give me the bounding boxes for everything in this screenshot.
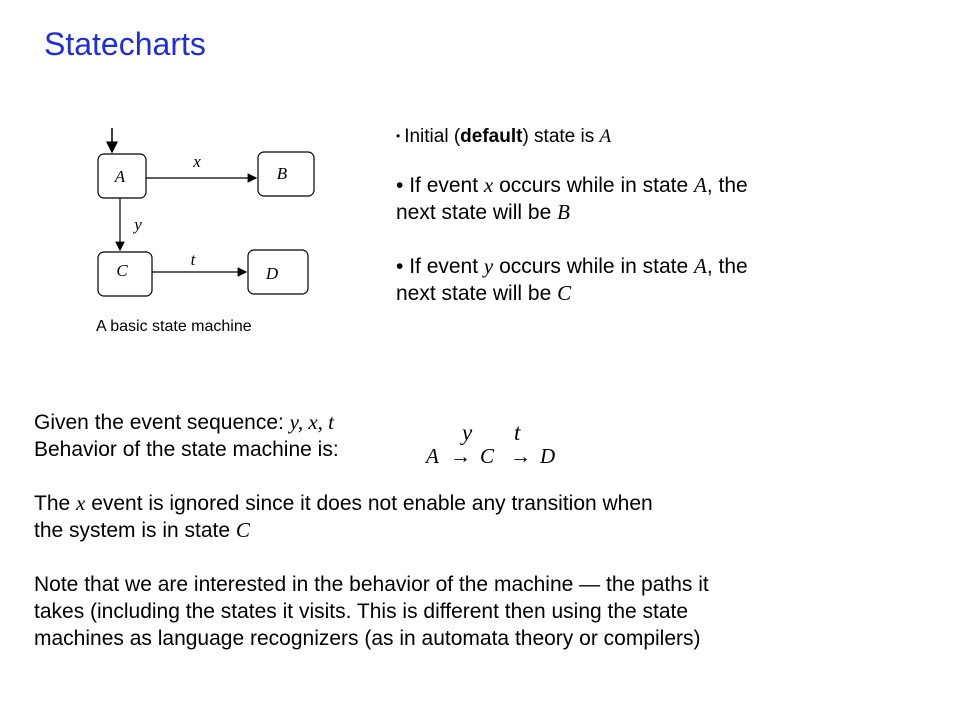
seq-event-y: y	[460, 420, 473, 445]
state-c-label: C	[116, 261, 128, 280]
behavior-sequence: y t A → C → D	[424, 420, 555, 468]
bullet-event-x-line2: next state will be B	[396, 200, 570, 225]
bullet-list: •Initial (default) state is A • If event…	[396, 123, 916, 307]
bullet-initial-state: •Initial (default) state is A	[396, 126, 612, 147]
state-d-label: D	[265, 264, 279, 283]
bullet-event-y-line2: next state will be C	[396, 281, 572, 306]
page-title: Statecharts	[44, 26, 206, 62]
state-b-box	[257, 151, 315, 197]
note-line-2: takes (including the states it visits. T…	[34, 600, 689, 623]
seq-state-c: C	[480, 444, 495, 468]
diagram-caption: A basic state machine	[96, 318, 252, 335]
state-a-label: A	[114, 167, 126, 186]
bullet-dot: •	[396, 129, 401, 144]
seq-arrow-2: →	[510, 444, 531, 468]
transition-t-label: t	[191, 250, 197, 269]
state-b-label: B	[277, 164, 288, 183]
bullet-event-y: • If event y occurs while in state A, th…	[396, 254, 748, 279]
state-machine-diagram: A B C D x y t	[97, 128, 315, 297]
note-line-3: machines as language recognizers (as in …	[34, 627, 701, 650]
ignored-event-line2: the system is in state C	[34, 518, 250, 542]
seq-state-d: D	[539, 444, 555, 468]
seq-arrow-1: →	[450, 444, 471, 468]
seq-state-a: A	[424, 444, 439, 468]
state-a-box	[97, 153, 147, 199]
seq-event-t: t	[514, 420, 521, 445]
transition-y-label: y	[132, 215, 142, 234]
bullet-event-x: • If event x occurs while in state A, th…	[396, 173, 748, 198]
behavior-line: Behavior of the state machine is:	[34, 438, 339, 461]
explanation-text: Given the event sequence: y, x, t Behavi…	[34, 409, 934, 652]
given-sequence-line: Given the event sequence: y, x, t	[34, 410, 334, 434]
transition-x-label: x	[192, 152, 201, 171]
state-d-box	[247, 249, 309, 295]
note-line-1: Note that we are interested in the behav…	[34, 573, 709, 596]
ignored-event-line: The x event is ignored since it does not…	[34, 491, 653, 515]
state-c-box	[97, 251, 153, 297]
